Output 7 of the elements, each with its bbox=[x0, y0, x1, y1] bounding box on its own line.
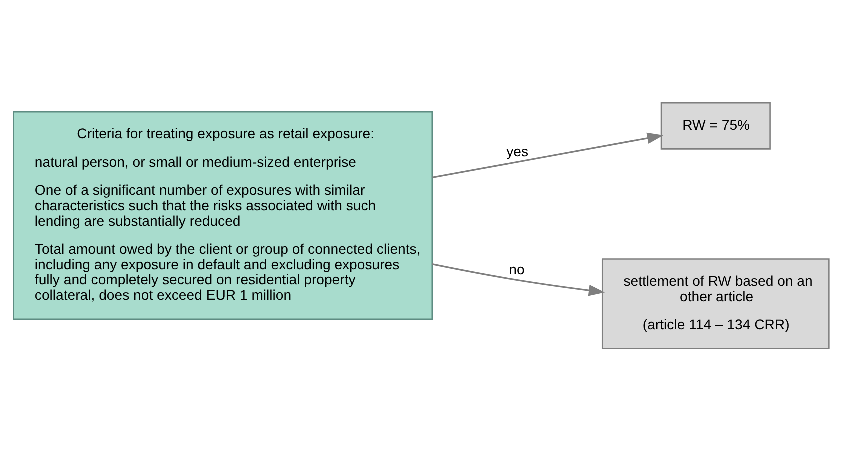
node-box: settlement of RW based on an other article (article 114 – 134 CRR) bbox=[602, 258, 830, 350]
arrow bbox=[432, 263, 606, 296]
node-box: Criteria for treating exposure as retail exposure: natural person, or small or medium-sized enterprise One of a significant number of exposures with similar characteristics such that the risks associated with such lending are substantially reduced Total amount owed by the client or group of connected clients, including any exposure in default and excluding exposures fully and completely secured on residential property collateral, does not exceed EUR 1 million bbox=[13, 110, 434, 320]
arrow bbox=[432, 132, 664, 178]
edge-label: yes bbox=[506, 143, 529, 160]
edge-label: no bbox=[509, 260, 525, 277]
node-box: RW = 75% bbox=[660, 102, 771, 150]
